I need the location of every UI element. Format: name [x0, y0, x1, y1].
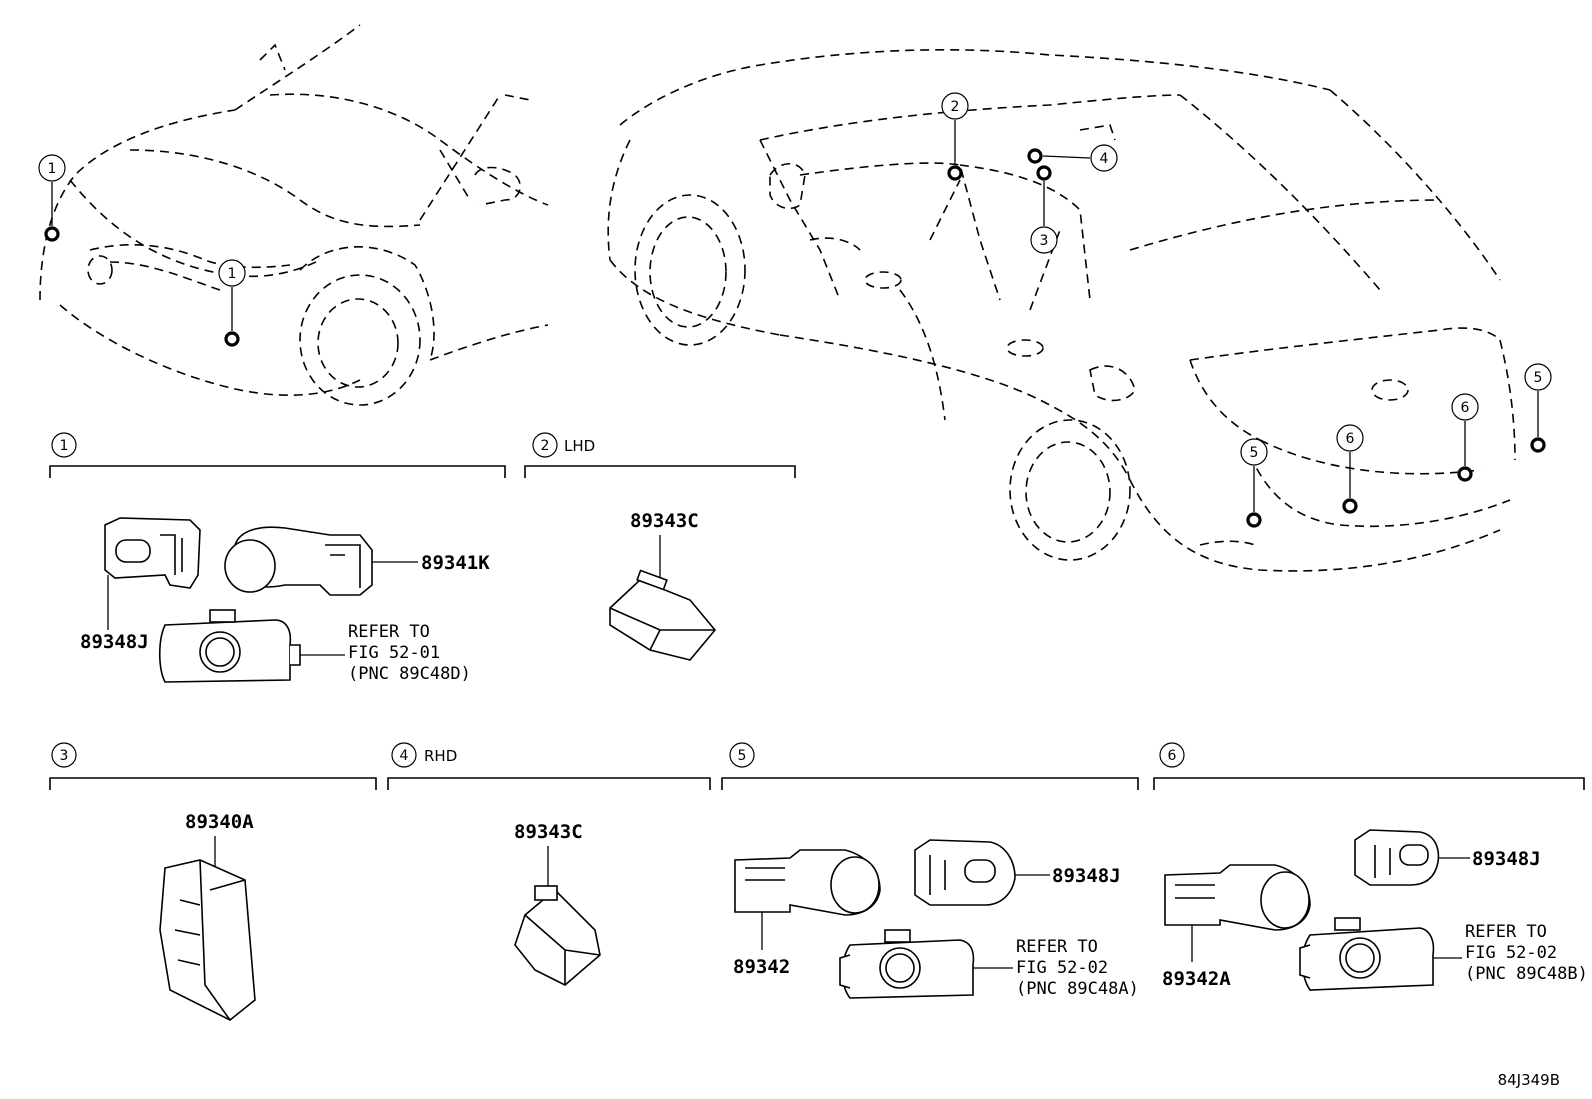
- ref-1-line-3: (PNC 89C48D): [348, 664, 471, 684]
- callout-4: 4: [1100, 151, 1109, 167]
- ecu-89340A: [159, 859, 256, 1021]
- part-89342A: 89342A: [1162, 968, 1231, 990]
- retainer-89348J-b: [914, 839, 1016, 906]
- group-brackets: 1 2 LHD 3 4 RHD 5 6: [49, 432, 1585, 790]
- ref-3-line-3: (PNC 89C48B): [1465, 964, 1588, 984]
- group-4-note: RHD: [424, 747, 457, 765]
- group-6-number: 6: [1168, 748, 1177, 764]
- part-89340A: 89340A: [185, 811, 254, 833]
- part-89348J-a: 89348J: [80, 631, 149, 653]
- callout-1-right: 1: [228, 266, 237, 282]
- callout-6-left: 6: [1346, 431, 1355, 447]
- sensor-location-4: [1027, 148, 1043, 164]
- group-4-number: 4: [400, 748, 409, 764]
- sensor-location-6-right: [1457, 466, 1473, 482]
- bezel-ref-89C48D: [158, 609, 301, 683]
- relay-89343C-a: [609, 569, 717, 661]
- sensor-89341K: [224, 526, 373, 596]
- ref-1-line-1: REFER TO: [348, 622, 430, 642]
- part-89342: 89342: [733, 956, 790, 978]
- part-89341K: 89341K: [421, 552, 490, 574]
- group-3-number: 3: [60, 748, 69, 764]
- group-1-number: 1: [60, 438, 69, 454]
- group-3-parts: 89340A: [159, 811, 256, 1021]
- part-89343C-b: 89343C: [514, 821, 583, 843]
- callout-3: 3: [1040, 233, 1049, 249]
- part-89348J-b: 89348J: [1052, 865, 1121, 887]
- sensor-location-1-right: [224, 331, 240, 347]
- sensor-89342A: [1164, 864, 1311, 931]
- sensor-location-2: [947, 165, 963, 181]
- relay-89343C-b: [514, 885, 601, 986]
- sensor-location-5-left: [1246, 512, 1262, 528]
- ref-2-line-1: REFER TO: [1016, 937, 1098, 957]
- ref-2-line-3: (PNC 89C48A): [1016, 979, 1139, 999]
- diagram-id: 84J349B: [1498, 1071, 1560, 1089]
- bezel-ref-89C48A: [839, 929, 975, 999]
- callout-2: 2: [951, 99, 960, 115]
- location-callouts: 1 1 2 4 3 5 6 6: [38, 92, 1552, 528]
- ref-3-line-2: FIG 52-02: [1465, 943, 1557, 963]
- group-2-note: LHD: [564, 437, 595, 455]
- ref-2-line-2: FIG 52-02: [1016, 958, 1108, 978]
- callout-6-right: 6: [1461, 400, 1470, 416]
- sensor-89342: [734, 849, 881, 916]
- group-2-parts: 89343C: [609, 510, 717, 661]
- part-89343C-a: 89343C: [630, 510, 699, 532]
- sensor-location-3: [1036, 165, 1052, 181]
- part-89348J-c: 89348J: [1472, 848, 1541, 870]
- front-car-illustration: [39, 24, 549, 406]
- sensor-location-1-left: [44, 226, 60, 242]
- group-6-parts: 89342A 89348J REFER TO FIG 52-02 (PNC 89…: [1162, 829, 1588, 991]
- sensor-location-6-left: [1342, 498, 1358, 514]
- rear-car-illustration: [607, 49, 1516, 572]
- group-5-parts: 89342 89348J REFER TO FIG 52-02 (PNC 89C…: [733, 839, 1139, 999]
- retainer-89348J-c: [1354, 829, 1440, 886]
- callout-1-left: 1: [48, 161, 57, 177]
- ref-1-line-2: FIG 52-01: [348, 643, 440, 663]
- group-2-number: 2: [541, 438, 550, 454]
- callout-5-right: 5: [1534, 370, 1543, 386]
- callout-5-left: 5: [1250, 445, 1259, 461]
- retainer-89348J-a: [104, 517, 201, 589]
- group-4-parts: 89343C: [514, 821, 601, 986]
- ref-3-line-1: REFER TO: [1465, 922, 1547, 942]
- group-5-number: 5: [738, 748, 747, 764]
- bezel-ref-89C48B: [1299, 917, 1435, 991]
- sensor-location-5-right: [1530, 437, 1546, 453]
- group-1-parts: 89348J 89341K REFER TO FIG 52-01 (PNC 89…: [80, 517, 490, 684]
